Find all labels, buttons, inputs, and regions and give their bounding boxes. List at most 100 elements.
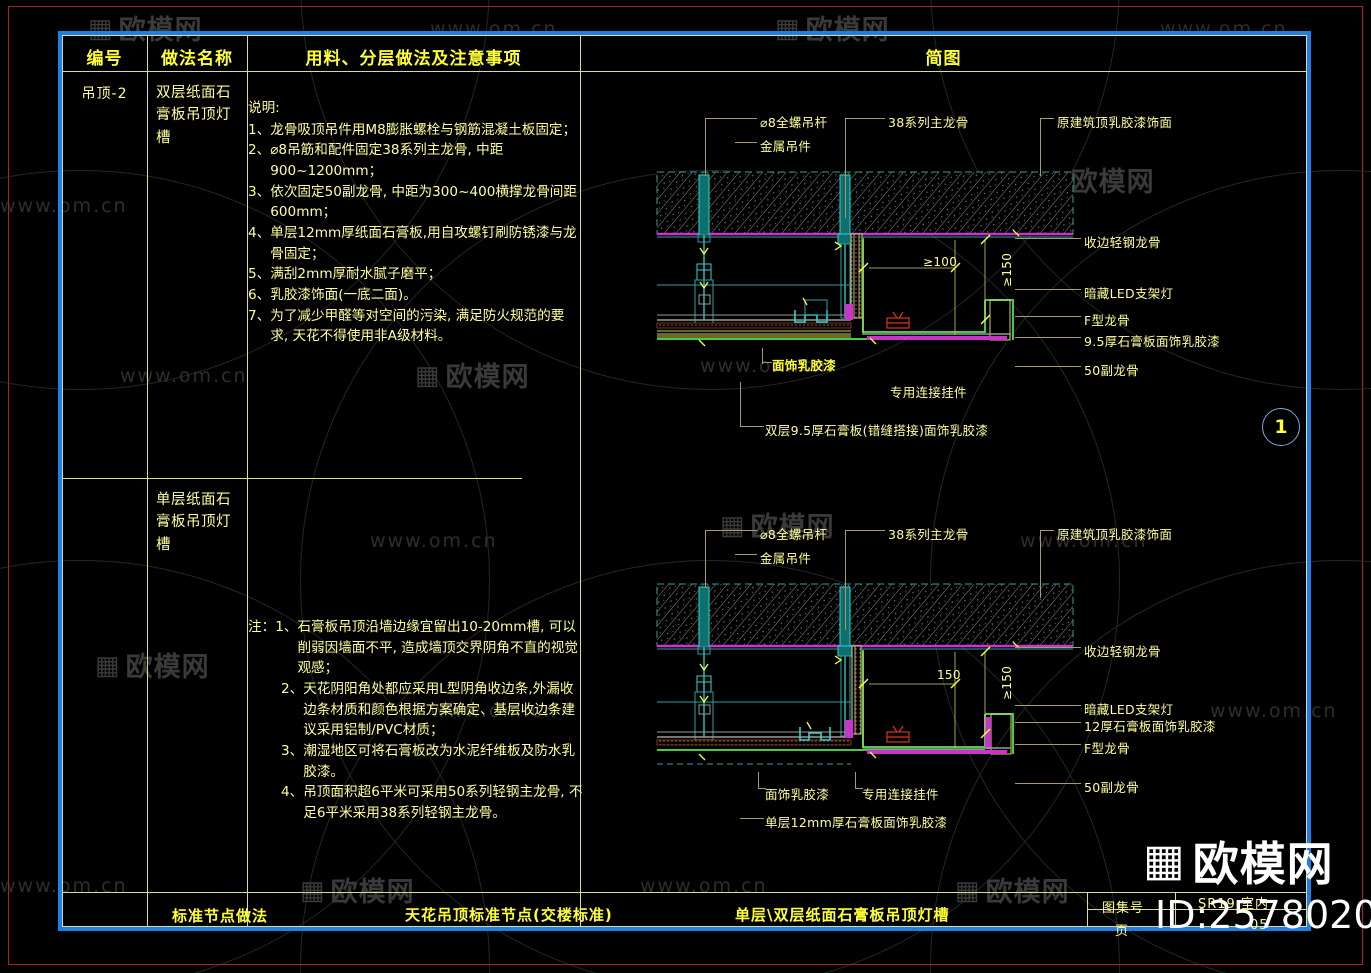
note-item-number: 3、 bbox=[281, 742, 304, 759]
leader-line bbox=[845, 118, 885, 119]
ceiling-detail-drawing-top bbox=[655, 160, 1075, 360]
footer-atlas-label: 图集号 bbox=[1102, 901, 1145, 916]
leader-line bbox=[1015, 366, 1081, 367]
label-sub-runner-top: 50副龙骨 bbox=[1084, 363, 1139, 378]
spec-item-number: 7、 bbox=[248, 307, 271, 324]
spec-item-body: 为了减少甲醛等对空间的污染, 满足防火规范的要求, 天花不得使用非A级材料。 bbox=[270, 307, 565, 345]
label-led-strip-top: 暗藏LED支架灯 bbox=[1084, 286, 1174, 301]
note-item: 2、天花阴阳角处都应采用L型阴角收边条,外漏收边条材质和颜色根据方案确定、基层收… bbox=[248, 679, 584, 741]
label-connector-top: 专用连接挂件 bbox=[890, 385, 967, 400]
leader-line bbox=[762, 348, 763, 364]
leader-line bbox=[1015, 647, 1081, 648]
label-edge-runner-top: 收边轻钢龙骨 bbox=[1084, 235, 1161, 250]
row-code-1: 吊顶-2 bbox=[81, 86, 128, 102]
leader-line bbox=[1040, 118, 1054, 119]
note-item: 4、吊顶面积超6平米可采用50系列轻钢主龙骨, 不足6平米采用38系列轻钢主龙骨… bbox=[248, 782, 584, 823]
label-slab-finish-bottom: 原建筑顶乳胶漆饰面 bbox=[1057, 527, 1173, 542]
spec-item-body: 单层12mm厚纸面石膏板,用自攻螺钉刷防锈漆与龙骨固定； bbox=[270, 224, 577, 262]
leader-line bbox=[1015, 705, 1081, 706]
notes-block: 注： 1、 石膏板吊顶沿墙边缘宜留出10-20mm槽, 可以削弱因墙面不平, 造… bbox=[248, 617, 584, 824]
row-name-2: 单层纸面石膏板吊顶灯槽 bbox=[156, 492, 231, 553]
dimension-clearance-top: ≥100 bbox=[923, 255, 958, 269]
spec-item-number: 3、 bbox=[248, 183, 271, 200]
spec-item: 4、单层12mm厚纸面石膏板,用自攻螺钉刷防锈漆与龙骨固定； bbox=[248, 223, 580, 264]
leader-line bbox=[1015, 744, 1081, 745]
note-item-body: 潮湿地区可将石膏板改为水泥纤维板及防水乳胶漆。 bbox=[303, 742, 576, 780]
column-header-method: 用料、分层做法及注意事项 bbox=[305, 49, 522, 69]
leader-line bbox=[735, 554, 757, 555]
note-item: 3、潮湿地区可将石膏板改为水泥纤维板及防水乳胶漆。 bbox=[248, 741, 584, 782]
leader-line bbox=[1040, 118, 1041, 176]
leader-line bbox=[740, 382, 741, 426]
column-header-code: 编号 bbox=[86, 49, 123, 69]
dimension-depth-top: ≥150 bbox=[1000, 252, 1014, 287]
label-f-runner-bottom: F型龙骨 bbox=[1084, 741, 1130, 756]
leader-line bbox=[705, 118, 706, 176]
dimension-depth-bottom: ≥150 bbox=[1000, 665, 1014, 700]
footer-atlas-value: SR19 室内 bbox=[1198, 897, 1269, 912]
leader-line bbox=[758, 772, 759, 788]
leader-line bbox=[740, 818, 764, 819]
spec-item-number: 2、 bbox=[248, 142, 271, 159]
footer-category: 标准节点做法 bbox=[172, 907, 269, 925]
column-header-name: 做法名称 bbox=[161, 49, 233, 69]
spec-item-number: 5、 bbox=[248, 266, 271, 283]
label-main-runner-top: 38系列主龙骨 bbox=[888, 115, 969, 130]
row-name-1: 双层纸面石膏板吊顶灯槽 bbox=[156, 85, 231, 146]
leader-line bbox=[705, 118, 757, 119]
detail-bubble-1[interactable]: 1 bbox=[1262, 408, 1300, 446]
spec-item-body: 依次固定50副龙骨, 中距为300~400横撑龙骨间距600mm； bbox=[270, 183, 577, 221]
spec-item-body: 乳胶漆饰面(一底二面)。 bbox=[270, 286, 417, 303]
spec-item-number: 4、 bbox=[248, 224, 271, 241]
footer-title: 天花吊顶标准节点(交楼标准) bbox=[405, 906, 613, 924]
leader-line bbox=[855, 772, 856, 788]
footer-page-label: 页 bbox=[1115, 924, 1130, 939]
leader-line bbox=[1015, 722, 1081, 723]
note-item-body: 石膏板吊顶沿墙边缘宜留出10-20mm槽, 可以削弱因墙面不平, 造成墙顶交界阴… bbox=[297, 619, 578, 677]
label-main-runner-bottom: 38系列主龙骨 bbox=[888, 527, 969, 542]
spec-item: 7、为了减少甲醛等对空间的污染, 满足防火规范的要求, 天花不得使用非A级材料。 bbox=[248, 306, 580, 347]
leader-line bbox=[845, 118, 846, 218]
notes-prefix: 注： bbox=[248, 619, 276, 635]
leader-line bbox=[845, 530, 885, 531]
dimension-clearance-bottom: 150 bbox=[937, 668, 961, 682]
spec-item-number: 1、 bbox=[248, 121, 271, 138]
leader-line bbox=[740, 426, 764, 427]
leader-line bbox=[1015, 316, 1081, 317]
spec-heading: 说明: bbox=[248, 100, 280, 116]
outer-red-border bbox=[8, 6, 1363, 965]
spec-item: 6、乳胶漆饰面(一底二面)。 bbox=[248, 285, 580, 306]
label-paint-finish-bottom: 面饰乳胶漆 bbox=[765, 787, 830, 802]
note-item-number: 2、 bbox=[281, 680, 304, 697]
label-metal-hanger-top: 金属吊件 bbox=[760, 139, 812, 154]
label-hanger-rod-bottom: ⌀8全螺吊杆 bbox=[760, 527, 828, 542]
ceiling-detail-drawing-bottom bbox=[655, 572, 1075, 782]
leader-line bbox=[762, 362, 772, 363]
inner-blue-border bbox=[58, 31, 1311, 931]
label-sub-runner-bottom: 50副龙骨 bbox=[1084, 780, 1139, 795]
note-item-body: 吊顶面积超6平米可采用50系列轻钢主龙骨, 不足6平米采用38系列轻钢主龙骨。 bbox=[303, 784, 583, 821]
spec-item: 3、依次固定50副龙骨, 中距为300~400横撑龙骨间距600mm； bbox=[248, 182, 580, 223]
leader-line bbox=[1015, 289, 1081, 290]
method-description: 说明: 1、龙骨吸顶吊件用M8膨胀螺栓与钢筋混凝土板固定； 2、⌀8吊筋和配件固… bbox=[248, 98, 580, 347]
note-item: 注： 1、 石膏板吊顶沿墙边缘宜留出10-20mm槽, 可以削弱因墙面不平, 造… bbox=[248, 617, 584, 679]
label-board-finish-bottom: 12厚石膏板面饰乳胶漆 bbox=[1084, 719, 1216, 734]
label-connector-bottom: 专用连接挂件 bbox=[862, 787, 939, 802]
label-single-board-bottom: 单层12mm厚石膏板面饰乳胶漆 bbox=[765, 815, 948, 830]
spec-item: 2、⌀8吊筋和配件固定38系列主龙骨, 中距900~1200mm； bbox=[248, 140, 580, 181]
note-item-number: 1、 bbox=[275, 619, 298, 635]
label-hanger-rod-top: ⌀8全螺吊杆 bbox=[760, 115, 828, 130]
specification-table: 编号 做法名称 用料、分层做法及注意事项 简图 吊顶-2 双层纸面石膏板吊顶灯槽… bbox=[62, 35, 1307, 927]
label-f-runner-top: F型龙骨 bbox=[1084, 313, 1130, 328]
spec-item: 1、龙骨吸顶吊件用M8膨胀螺栓与钢筋混凝土板固定； bbox=[248, 120, 580, 141]
leader-line bbox=[758, 788, 766, 789]
leader-line bbox=[845, 530, 846, 630]
leader-line bbox=[1040, 530, 1054, 531]
spec-item-body: 龙骨吸顶吊件用M8膨胀螺栓与钢筋混凝土板固定； bbox=[270, 121, 577, 138]
spec-item-body: 满刮2mm厚耐水腻子磨平； bbox=[270, 266, 442, 283]
label-double-board-top: 双层9.5厚石膏板(错缝搭接)面饰乳胶漆 bbox=[765, 423, 989, 438]
label-paint-finish-top: 面饰乳胶漆 bbox=[772, 358, 837, 373]
leader-line bbox=[1040, 530, 1041, 598]
leader-line bbox=[1015, 337, 1081, 338]
